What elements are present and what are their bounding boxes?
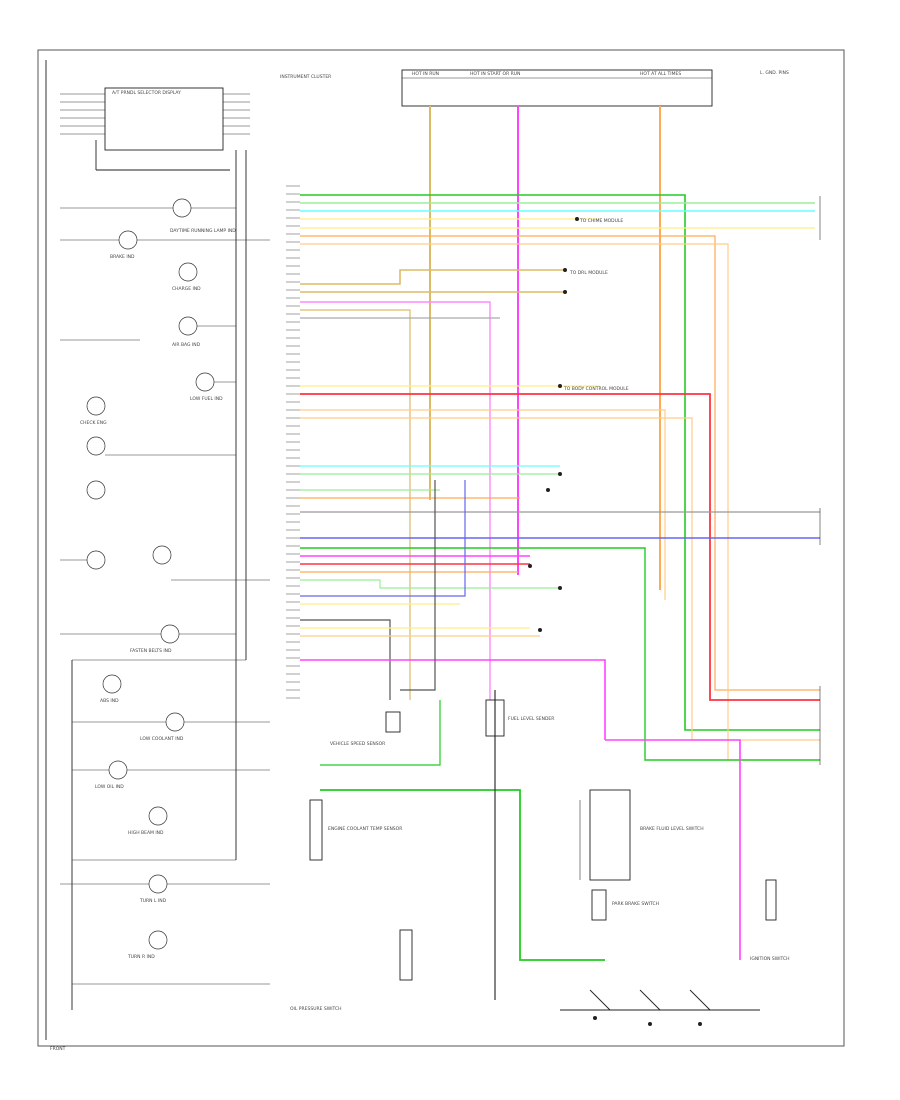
fuel-sender-label: FUEL LEVEL SENDER [508,716,554,722]
connector-pins [286,185,300,699]
lamp-low-oil: LOW OIL IND [72,760,270,790]
ground-note: L. GND. PINS [760,70,789,76]
right-sensor [765,879,777,921]
lamp-abs [60,545,270,581]
power-source-box: HOT IN RUN HOT IN START OR RUN HOT AT AL… [401,69,713,107]
lamp-check-engine: CHECK ENG [80,396,107,426]
fuel-sender: FUEL LEVEL SENDER [485,699,554,737]
right-info-bcm: TO BODY CONTROL MODULE [563,386,629,392]
low-oil-label: LOW OIL IND [95,784,124,790]
check-engine-label: CHECK ENG [80,420,107,426]
lamp-airbag: AIR BAG IND [60,316,236,348]
prndl-label: A/T PRNDL SELECTOR DISPLAY [112,90,181,96]
low-fuel-label: LOW FUEL IND [190,396,223,402]
lamp-charge: CHARGE IND [172,262,201,292]
right-info-chime: TO CHIME MODULE [579,218,623,224]
brake-fluid-label: BRAKE FLUID LEVEL SWITCH [640,826,704,832]
hot-in-start-label: HOT IN START OR RUN [470,71,520,77]
hot-in-run-label: HOT IN RUN [412,71,439,77]
lamp-abs-ind: ABS IND [100,674,122,704]
lamp-fasten-belt-row: FASTEN BELTS IND [60,624,236,654]
lamp-brake: DAYTIME RUNNING LAMP IND BRAKE IND [60,228,270,260]
charge-ind-label: CHARGE IND [172,286,201,292]
coolant-sensor: ENGINE COOLANT TEMP SENSOR [309,799,402,861]
turn-left-label: TURN L IND [139,898,167,904]
right-info-drl: TO DRL MODULE [569,270,608,276]
lamp-turn-left: TURN L IND [60,874,270,904]
brake-fluid-switch: BRAKE FLUID LEVEL SWITCH [579,789,704,881]
brake-ind-label: BRAKE IND [110,254,135,260]
oil-pressure-label: OIL PRESSURE SWITCH [290,1006,342,1012]
prndl-display-box: A/T PRNDL SELECTOR DISPLAY [60,87,250,151]
harness-wires [300,194,820,1000]
airbag-ind-label: AIR BAG IND [172,342,201,348]
footer-note: FRONT [50,1046,66,1052]
hot-at-all-times-label: HOT AT ALL TIMES [640,71,681,77]
cluster-label: INSTRUMENT CLUSTER [280,74,331,80]
park-brake-switch: PARK BRAKE SWITCH [591,889,659,921]
ignition-switch-label: IGNITION SWITCH [750,956,790,962]
fasten-belts-label: FASTEN BELTS IND [130,648,172,654]
lamp-low-coolant: LOW COOLANT IND [72,712,270,742]
lamp-fasten-belts [86,436,236,500]
diagram-frame [37,49,845,1047]
high-beam-label: HIGH BEAM IND [128,830,164,836]
oil-pressure-switch: OIL PRESSURE SWITCH [290,929,413,1012]
lamp-high-beam: HIGH BEAM IND [128,806,168,836]
lamp-low-fuel: LOW FUEL IND [190,372,236,402]
turn-right-label: TURN R IND [127,954,155,960]
speed-sensor: VEHICLE SPEED SENSOR [330,711,401,747]
coolant-temp-label: ENGINE COOLANT TEMP SENSOR [328,826,402,832]
abs-ind-label: ABS IND [100,698,119,704]
speed-sensor-label: VEHICLE SPEED SENSOR [330,741,385,747]
ignition-switch: IGNITION SWITCH [560,956,790,1026]
component-callouts: TO CHIME MODULE TO DRL MODULE TO BODY CO… [528,217,629,632]
lamp-daytime [60,198,236,218]
low-coolant-label: LOW COOLANT IND [140,736,184,742]
park-brake-label: PARK BRAKE SWITCH [612,901,659,907]
lamp-turn-right: TURN R IND [72,930,270,985]
daytime-lamp-label: DAYTIME RUNNING LAMP IND [170,228,236,234]
